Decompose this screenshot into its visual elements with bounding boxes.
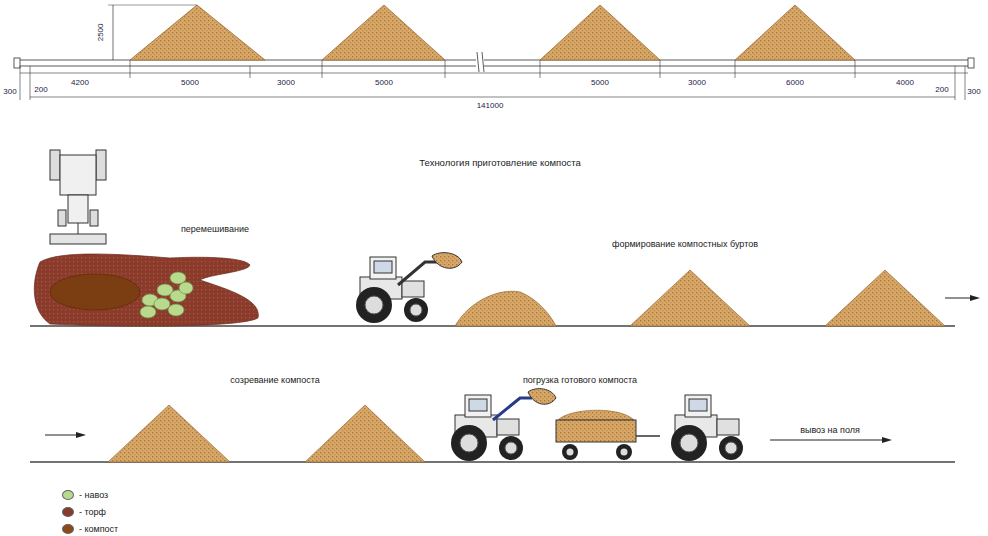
diagram-title: Технология приготовление компоста (419, 157, 580, 168)
stage-label: созревание компоста (230, 376, 319, 386)
dimension-label: 4000 (896, 79, 914, 88)
dimension-label: 5000 (181, 79, 199, 88)
dimension-label: 300 (967, 88, 980, 97)
dimension-label: 3000 (277, 79, 295, 88)
stage-label: вывоз на поля (800, 426, 860, 436)
dimension-label: 2500 (97, 23, 106, 41)
dimension-label: 200 (935, 86, 948, 95)
dimension-label: 141000 (477, 102, 504, 111)
stage-label: погрузка готового компоста (523, 376, 637, 386)
legend-text: - компост (79, 524, 118, 534)
legend-swatch (62, 490, 74, 500)
dimension-label: 300 (3, 88, 16, 97)
dimension-label: 200 (34, 86, 47, 95)
legend-text: - навоз (79, 490, 108, 500)
dimension-label: 5000 (591, 79, 609, 88)
dimension-label: 3000 (688, 79, 706, 88)
legend-item: - навоз (62, 490, 108, 500)
dimension-label: 4200 (71, 79, 89, 88)
legend-item: - компост (62, 524, 118, 534)
stage-label: перемешивание (181, 225, 249, 235)
legend-text: - торф (79, 507, 106, 517)
stage-label: формирование компостных буртов (612, 240, 758, 250)
legend-item: - торф (62, 507, 106, 517)
dimension-label: 6000 (786, 79, 804, 88)
legend-swatch (62, 524, 74, 534)
legend-swatch (62, 507, 74, 517)
dimension-label: 5000 (375, 79, 393, 88)
